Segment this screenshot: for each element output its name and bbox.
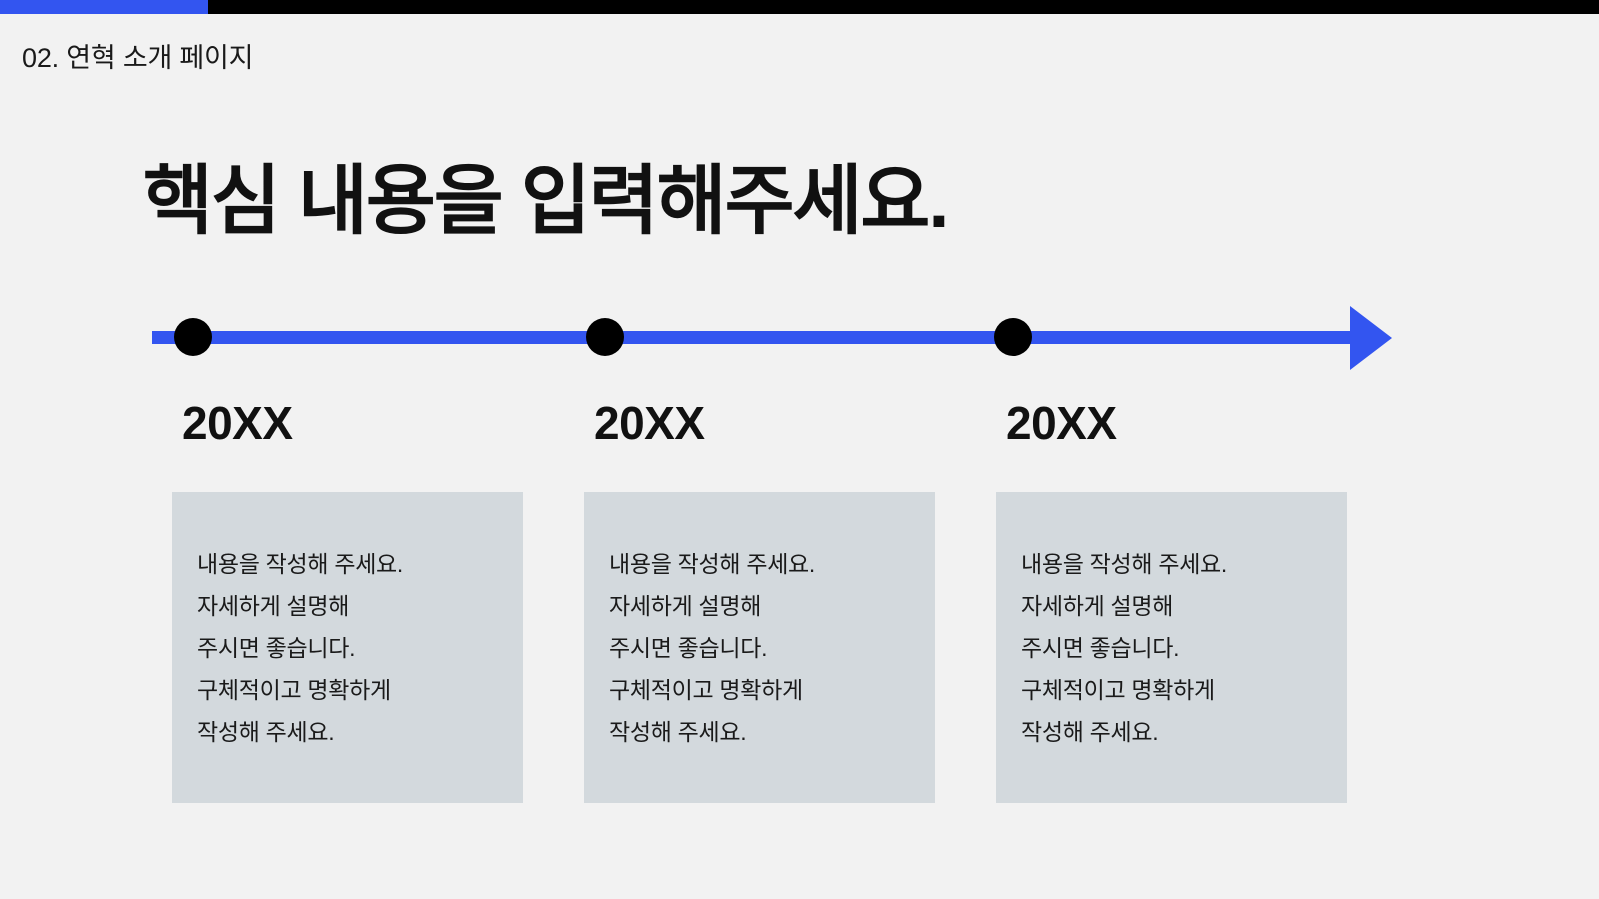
timeline-marker-dot — [174, 318, 212, 356]
milestone-year-label: 20XX — [1006, 397, 1117, 449]
milestone-column: 20XX 내용을 작성해 주세요. 자세하게 설명해 주시면 좋습니다. 구체적… — [172, 0, 524, 899]
timeline-axis-line — [152, 331, 1358, 344]
timeline-marker-dot — [994, 318, 1032, 356]
milestone-content-box: 내용을 작성해 주세요. 자세하게 설명해 주시면 좋습니다. 구체적이고 명확… — [996, 492, 1347, 803]
milestone-year-label: 20XX — [182, 397, 293, 449]
page-title: 핵심 내용을 입력해주세요. — [143, 159, 949, 244]
milestone-year-label: 20XX — [594, 397, 705, 449]
milestone-column: 20XX 내용을 작성해 주세요. 자세하게 설명해 주시면 좋습니다. 구체적… — [584, 0, 936, 899]
milestone-column: 20XX 내용을 작성해 주세요. 자세하게 설명해 주시면 좋습니다. 구체적… — [996, 0, 1348, 899]
top-accent-bar-blue-segment — [0, 0, 208, 14]
milestone-body-text: 내용을 작성해 주세요. 자세하게 설명해 주시면 좋습니다. 구체적이고 명확… — [609, 551, 816, 745]
timeline-graphic — [0, 300, 1599, 390]
top-accent-bar — [0, 0, 1599, 14]
milestone-content-box: 내용을 작성해 주세요. 자세하게 설명해 주시면 좋습니다. 구체적이고 명확… — [172, 492, 523, 803]
milestone-body-text: 내용을 작성해 주세요. 자세하게 설명해 주시면 좋습니다. 구체적이고 명확… — [197, 551, 404, 745]
timeline-marker-dot — [586, 318, 624, 356]
arrow-right-icon — [1350, 306, 1392, 370]
milestone-body-text: 내용을 작성해 주세요. 자세하게 설명해 주시면 좋습니다. 구체적이고 명확… — [1021, 551, 1228, 745]
milestone-content-box: 내용을 작성해 주세요. 자세하게 설명해 주시면 좋습니다. 구체적이고 명확… — [584, 492, 935, 803]
section-label: 02. 연혁 소개 페이지 — [22, 43, 254, 73]
